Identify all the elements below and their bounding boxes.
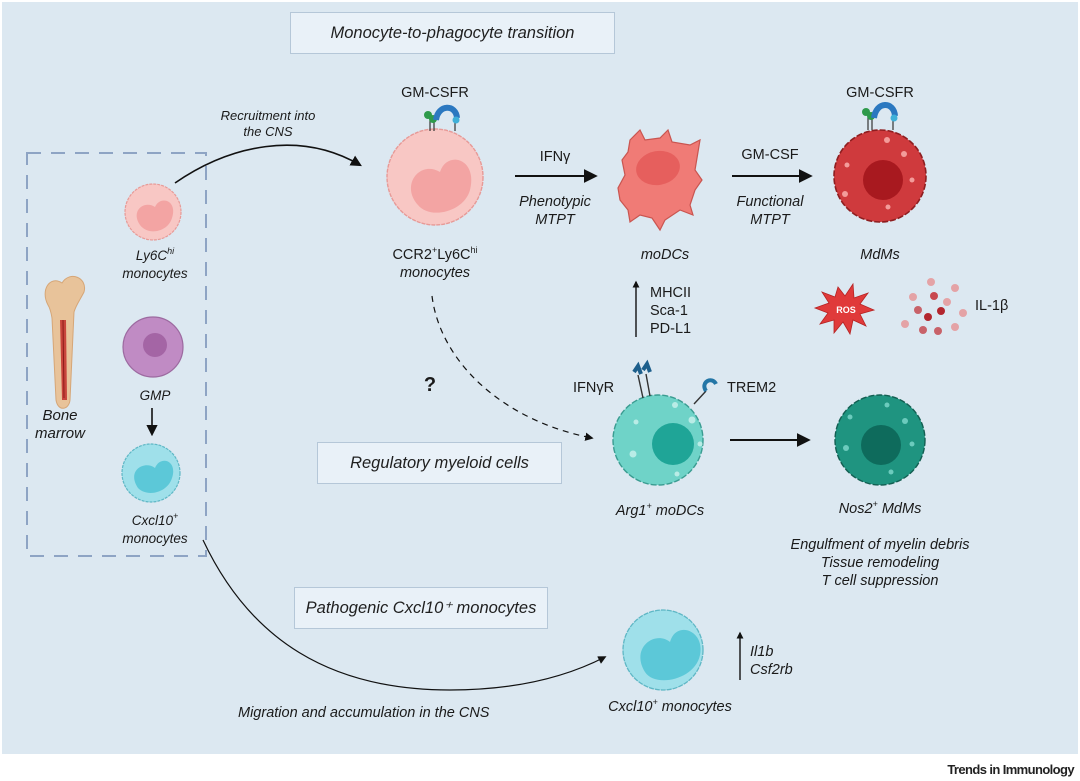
functional-line2: MTPT [750, 212, 790, 228]
arg1-modc-cell [612, 394, 704, 486]
ly6c-text: Ly6C [135, 248, 168, 263]
ifngr-receptor-icon [632, 359, 652, 399]
bone-marrow-line2: marrow [34, 425, 85, 442]
marker-item: MHCII [650, 285, 692, 301]
arg1-modcs-label: Arg1+ moDCs [600, 502, 720, 520]
functional-mtpt-label: Functional MTPT [720, 193, 820, 229]
question-mark: ? [423, 374, 437, 396]
pathogenic-section-box: Pathogenic Cxcl10⁺ monocytes [294, 587, 548, 629]
il1b-particles-icon [901, 278, 967, 335]
genes-list: Il1b Csf2rb [750, 643, 793, 679]
arg1-text: Arg1 [615, 503, 647, 519]
cxcl10-bm-monocyte-cell [121, 443, 181, 503]
marker-item: Sca-1 [650, 303, 688, 319]
cxcl10-bm-text: Cxcl10 [131, 513, 173, 528]
function-item: T cell suppression [821, 573, 939, 589]
mdms-label: MdMs [860, 247, 900, 263]
nos2-mdms-label: Nos2+ MdMs [825, 500, 935, 518]
gene-item: Il1b [750, 644, 774, 660]
ros-burst-icon [813, 282, 876, 336]
phenotypic-line1: Phenotypic [519, 194, 591, 210]
function-item: Engulfment of myelin debris [790, 537, 970, 553]
regulatory-section-box: Regulatory myeloid cells [317, 442, 562, 484]
cxcl10-cns-label: Cxcl10+ monocytes [595, 698, 745, 716]
ccr2-receptor-label: GM-CSFR [401, 85, 469, 101]
function-item: Tissue remodeling [820, 555, 940, 571]
cxcl10-cns-text: Cxcl10 [608, 699, 653, 715]
ccr2-mid: Ly6C [437, 247, 471, 263]
ccr2-line2: monocytes [399, 265, 471, 281]
cxcl10-bm-label: Cxcl10+ monocytes [110, 512, 200, 548]
gmp-cell [122, 316, 184, 378]
ros-label: ROS [836, 305, 856, 315]
nos2-sup: + [872, 499, 878, 509]
gm-csfr-receptor-icon [862, 102, 898, 130]
recruitment-arrow [174, 144, 362, 184]
transition-section-box: Monocyte-to-phagocyte transition [290, 12, 615, 54]
arg1-rest: moDCs [651, 503, 705, 519]
regulatory-functions-list: Engulfment of myelin debris Tissue remod… [770, 536, 990, 590]
recruitment-line2: the CNS [243, 124, 293, 139]
markers-list: MHCII Sca-1 PD-L1 [650, 284, 691, 338]
gmcsf-label: GM-CSF [741, 147, 799, 163]
modc-cell [617, 128, 703, 232]
ly6c-line2: monocytes [122, 266, 188, 281]
recruitment-line1: Recruitment into [220, 108, 316, 123]
ifngr-label: IFNγR [573, 380, 615, 396]
ccr2-monocyte-cell [386, 128, 484, 226]
ly6c-monocyte-label: Ly6Chi monocytes [110, 247, 200, 283]
trem2-label: TREM2 [727, 380, 777, 396]
functional-line1: Functional [736, 194, 804, 210]
cxcl10-cns-monocyte-cell [622, 609, 704, 691]
gmp-label: GMP [139, 388, 171, 403]
ccr2-monocyte-label: CCR2+Ly6Chi monocytes [370, 246, 500, 282]
journal-credit: Trends in Immunology [947, 762, 1074, 777]
modcs-label: moDCs [640, 247, 690, 263]
gene-item: Csf2rb [750, 662, 793, 678]
ccr2-sup1: + [431, 245, 438, 255]
bone-marrow-label: Bone marrow [30, 407, 90, 443]
nos2-mdm-cell [834, 394, 926, 486]
bone-marrow-region [26, 152, 207, 557]
arg1-sup: + [646, 501, 652, 511]
il1b-label: IL-1β [975, 298, 1009, 314]
ifng-label: IFNγ [539, 149, 571, 165]
marker-item: PD-L1 [650, 321, 692, 337]
mdms-receptor-label: GM-CSFR [846, 85, 914, 101]
ccr2-text: CCR2 [392, 247, 432, 263]
cxcl10-cns-rest: monocytes [657, 699, 732, 715]
migration-label: Migration and accumulation in the CNS [238, 705, 490, 721]
ly6c-monocyte-cell [124, 183, 182, 241]
mdm-cell [833, 129, 927, 223]
ccr2-sup2: hi [470, 245, 478, 255]
ly6c-sup: hi [167, 246, 175, 256]
gm-csfr-receptor-icon [424, 104, 460, 131]
cxcl10-bm-sup: + [173, 511, 179, 521]
phenotypic-line2: MTPT [535, 212, 575, 228]
bone-icon [44, 275, 86, 409]
uncertain-differentiation-arrow [431, 295, 594, 441]
recruitment-label: Recruitment into the CNS [208, 108, 328, 140]
nos2-text: Nos2 [838, 501, 873, 517]
phenotypic-mtpt-label: Phenotypic MTPT [505, 193, 605, 229]
bone-marrow-line1: Bone [42, 407, 78, 424]
nos2-rest: MdMs [877, 501, 922, 517]
cxcl10-bm-line2: monocytes [122, 531, 188, 546]
migration-arrow [202, 539, 607, 691]
trem2-receptor-icon [693, 378, 718, 405]
cxcl10-cns-sup: + [652, 697, 658, 707]
